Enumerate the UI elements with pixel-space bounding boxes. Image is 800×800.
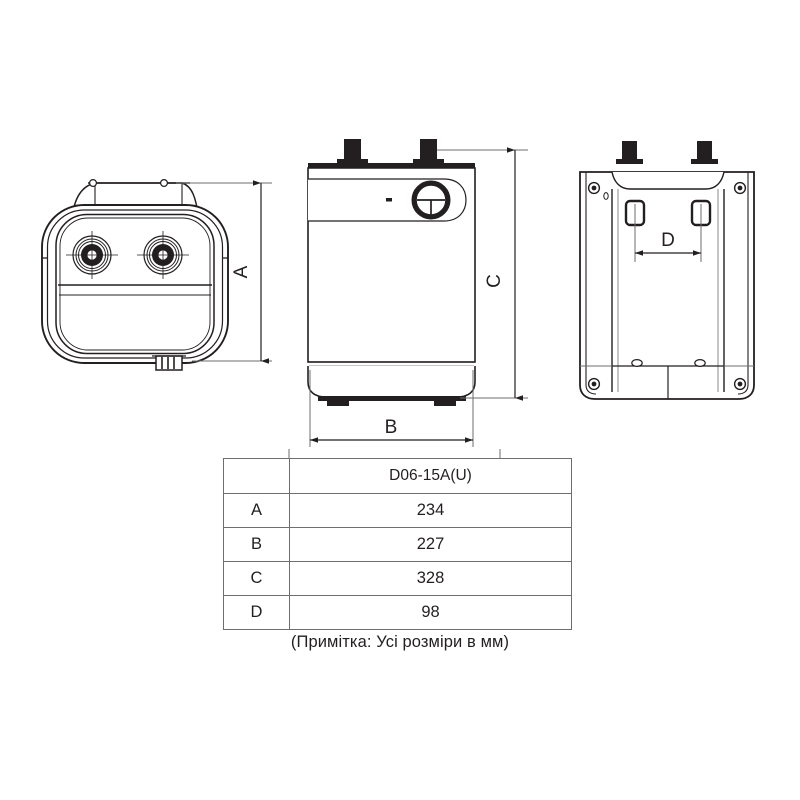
table-header-row: D06-15A(U) (223, 458, 572, 494)
dimension-d: D (634, 204, 702, 262)
table-row: C 328 (223, 561, 572, 596)
rear-view-back-plate (611, 171, 725, 399)
table-header-model-cell: D06-15A(U) (289, 458, 572, 494)
rear-view-shell-outline (579, 171, 755, 400)
top-view-split-band (58, 284, 212, 296)
table-row-value-c: 328 (289, 561, 572, 596)
front-view: C B (307, 139, 528, 447)
rear-view-lower-hole-left (631, 359, 643, 368)
dimensions-unit-note: (Примітка: Усі розміри в мм) (290, 633, 510, 651)
front-view-indicator-led (386, 198, 392, 202)
table-row: A 234 (223, 493, 572, 528)
top-view-water-port-left (66, 231, 118, 279)
table-row-key-d: D (223, 595, 290, 630)
rear-view-screw-top-left (587, 181, 601, 195)
front-view-pipe-stub-left (337, 139, 368, 164)
specification-table-container: D06-15A(U) A 234 B 227 C 328 D 98 (223, 458, 572, 630)
dimension-d-label: D (661, 230, 675, 251)
table-row: B 227 (223, 527, 572, 562)
dimension-b-label: B (385, 417, 398, 438)
top-view-shell-outline (41, 204, 229, 364)
rear-view-pipe-stub-left (616, 141, 643, 164)
front-view-base-plate (318, 396, 466, 401)
front-view-pipe-stub-right (413, 139, 444, 164)
rear-view-pipe-stub-right (691, 141, 718, 164)
dimension-a: A (176, 180, 272, 364)
table-row-value-b: 227 (289, 527, 572, 562)
top-view: A (41, 179, 272, 371)
front-view-foot-left (327, 401, 349, 406)
top-view-port-stub-left-circle (88, 179, 97, 188)
front-view-top-plate (308, 163, 475, 168)
front-view-base-taper (307, 366, 476, 398)
top-view-port-stub-right-circle (160, 179, 169, 188)
table-row: D 98 (223, 595, 572, 630)
table-row-key-c: C (223, 561, 290, 596)
specification-table: D06-15A(U) A 234 B 227 C 328 D 98 (223, 458, 572, 630)
rear-view-lower-hole-right (694, 359, 706, 368)
rear-view-vent-dot (603, 192, 609, 200)
table-row-value-a: 234 (289, 493, 572, 528)
dimension-c: C (437, 147, 528, 401)
table-header-key-cell (223, 458, 290, 494)
table-row-value-d: 98 (289, 595, 572, 630)
dimension-b: B (309, 370, 474, 447)
table-row-key-a: A (223, 493, 290, 528)
rear-view-screw-top-right (733, 181, 747, 195)
rear-view: D (579, 141, 755, 400)
top-view-cable-gland (152, 355, 186, 371)
rear-view-screw-bottom-right (733, 377, 747, 391)
top-view-water-port-right (137, 231, 189, 279)
dimension-a-label: A (231, 265, 252, 278)
rear-view-screw-bottom-left (587, 377, 601, 391)
front-view-temperature-knob (411, 180, 451, 220)
table-row-key-b: B (223, 527, 290, 562)
front-view-foot-right (434, 401, 456, 406)
dimension-c-label: C (484, 274, 505, 288)
